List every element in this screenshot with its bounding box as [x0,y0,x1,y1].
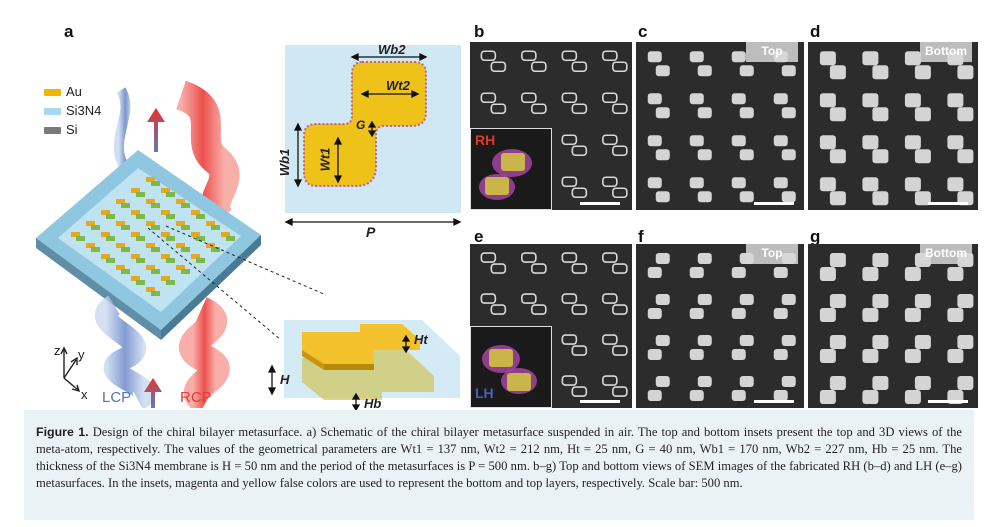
panel-label-b: b [474,22,485,41]
sem-panel-c: Top [636,42,804,210]
caption-line-1: Design of the chiral bilayer metasurface… [92,425,813,439]
legend-au-label: Au [66,84,82,99]
sem-panel-d: Bottom [808,42,978,210]
scale-bar-b [580,202,620,205]
legend-si-label: Si [66,122,78,137]
axis-y-label: y [78,347,85,362]
up-arrow-icon [147,108,165,152]
wt2-label: Wt2 [386,78,410,93]
legend-au: Au [44,84,82,99]
panel-label-f: f [638,227,644,246]
caption-line-2: the top and 3D views of the meta-atom, r… [36,425,962,456]
scale-bar-c [754,202,794,205]
panel-label-a: a [64,22,74,41]
h-label: H [280,372,290,387]
sem-grid-f [647,253,796,402]
g-label: G [356,118,366,132]
si-swatch [44,127,61,134]
legend-si3n4-label: Si3N4 [66,103,102,118]
sem-panel-b: RH [470,42,632,210]
scale-bar-e [580,400,620,403]
panel-label-e: e [474,227,484,246]
sem-grid-d [819,51,974,206]
metasurface-schematic [36,80,327,408]
sem-panel-f: Top [636,244,804,408]
legend-si: Si [44,122,78,137]
axes-icon [60,346,81,393]
wb1-label: Wb1 [277,148,293,177]
caption-line-4: b–g) Top and bottom views of SEM images … [36,459,962,490]
sem-grid-c [647,51,796,203]
meta-atom-top-view [284,45,462,227]
lcp-label: LCP [102,389,132,406]
lh-meta-atom-image [482,345,537,394]
sem-panel-e: LH [470,244,632,408]
meta-atom-3d-view [267,320,460,412]
inset-lh: LH [470,326,552,408]
tag-top-f: Top [746,244,798,264]
panel-label-c: c [638,22,648,41]
legend-si3n4: Si3N4 [44,103,102,118]
scale-bar-f [754,400,794,403]
p-label: P [366,224,376,240]
ht-label: Ht [414,332,428,347]
rh-meta-atom-image [479,149,532,200]
si3n4-swatch [44,108,61,115]
hb-label: Hb [364,396,382,411]
axis-z-label: z [54,343,61,358]
caption-lead: Figure 1. [36,425,89,439]
sem-panel-g: Bottom [808,244,978,408]
axis-x-label: x [81,387,88,402]
scale-bar-d [928,202,968,205]
scale-bar-g [928,400,968,403]
panel-label-d: d [810,22,821,41]
tag-bottom-d: Bottom [920,42,972,62]
tag-bottom-g: Bottom [920,244,972,264]
caption-line-3: Wb1 = 170 nm, Wb2 = 227 nm, Hb = 25 nm. … [36,442,962,473]
panel-label-g: g [810,227,821,246]
caption-line-5: used to represent the bottom and top lay… [359,476,743,490]
tag-top-c: Top [746,42,798,62]
rcp-label: RCP [180,389,212,406]
wb2-label: Wb2 [378,42,406,57]
au-swatch [44,89,61,96]
lh-label: LH [475,385,494,401]
figure-caption: Figure 1. Design of the chiral bilayer m… [24,410,974,520]
wt1-label: Wt1 [317,147,333,172]
rh-label: RH [475,132,496,148]
inset-rh: RH [470,128,552,210]
sem-grid-g [819,253,974,405]
